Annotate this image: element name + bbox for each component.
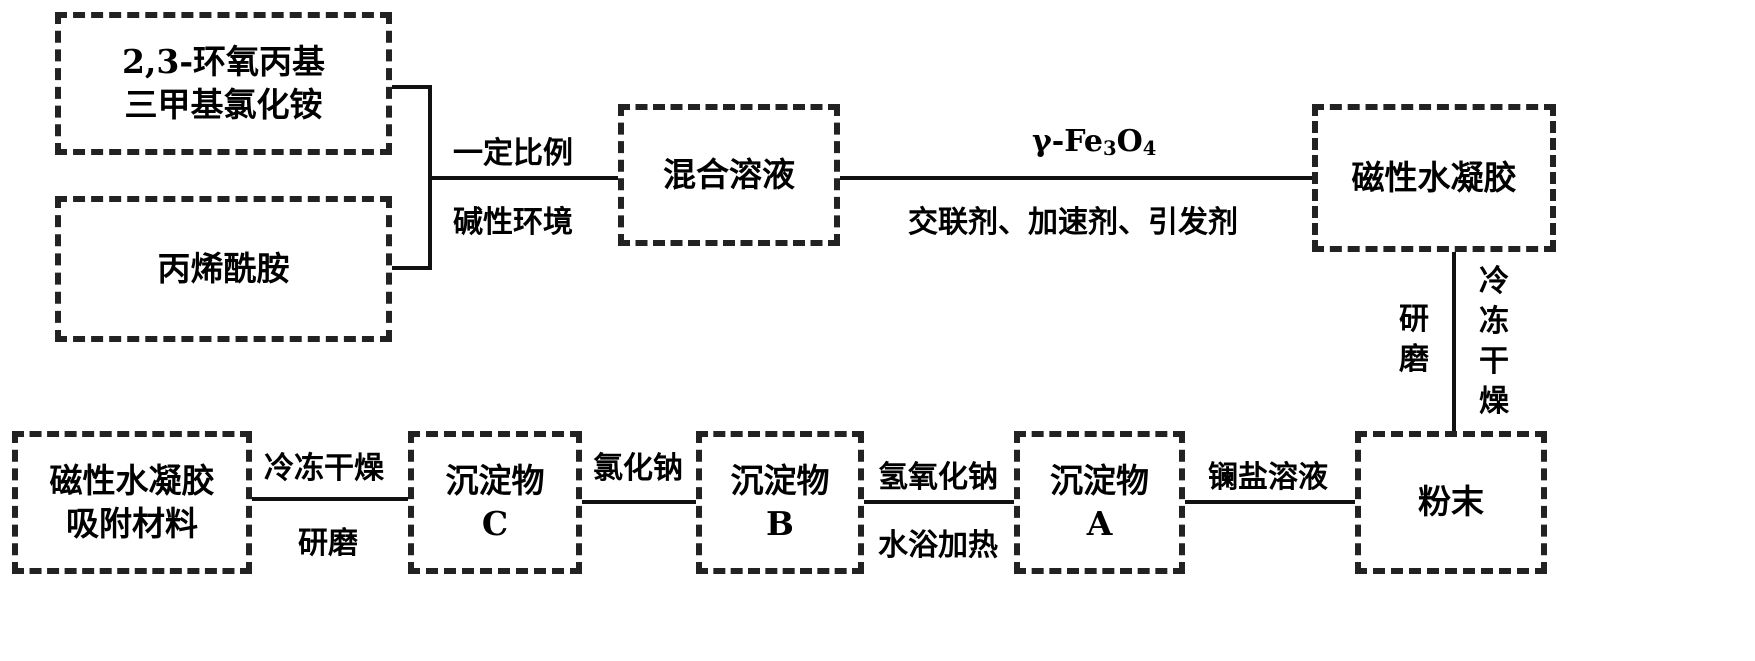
- node-precipitate-a-line2: A: [1086, 503, 1113, 543]
- connector-to-mixed-solution: [430, 176, 620, 180]
- connector-a-to-b: [862, 500, 1016, 504]
- connector-epoxy-right: [390, 85, 430, 89]
- node-magnetic-hydrogel-label: 磁性水凝胶: [1351, 157, 1517, 197]
- edge-label-freeze-drying: 冷冻干燥: [264, 451, 384, 486]
- node-powder: 粉末: [1355, 431, 1547, 574]
- edge-label-sodium-chloride: 氯化钠: [593, 451, 683, 486]
- node-adsorbent-line2: 吸附材料: [66, 503, 198, 543]
- node-precipitate-c: 沉淀物 C: [408, 431, 582, 574]
- fe3o4-mid: O: [1116, 124, 1143, 159]
- node-magnetic-hydrogel-adsorbent: 磁性水凝胶 吸附材料: [12, 431, 252, 574]
- edge-label-fe3o4: γ-Fe3O4: [1032, 124, 1156, 160]
- node-mixed-solution: 混合溶液: [618, 104, 840, 246]
- node-acrylamide-label: 丙烯酰胺: [157, 248, 290, 288]
- connector-c-to-adsorbent: [250, 497, 410, 501]
- node-acrylamide: 丙烯酰胺: [55, 196, 392, 342]
- node-epoxy-line2: 三甲基氯化铵: [124, 84, 323, 124]
- edge-label-sodium-hydroxide: 氢氧化钠: [878, 460, 998, 495]
- connector-hydrogel-to-powder: [1452, 250, 1456, 433]
- node-precipitate-a: 沉淀物 A: [1014, 431, 1185, 574]
- node-precipitate-b: 沉淀物 B: [696, 431, 864, 574]
- connector-to-magnetic-hydrogel: [838, 176, 1314, 180]
- edge-label-crosslinker-accelerator-initiator: 交联剂、加速剂、引发剂: [908, 205, 1238, 240]
- node-adsorbent-line1: 磁性水凝胶: [49, 460, 215, 500]
- node-magnetic-hydrogel: 磁性水凝胶: [1312, 104, 1556, 252]
- edge-label-water-bath-heating: 水浴加热: [878, 528, 998, 563]
- connector-powder-to-a: [1183, 500, 1357, 504]
- node-precipitate-a-line1: 沉淀物: [1050, 460, 1149, 500]
- node-epoxy-line1: 2,3-环氧丙基: [121, 41, 326, 81]
- edge-label-lanthanum-salt-solution: 镧盐溶液: [1208, 460, 1328, 495]
- fe3o4-sub1: 3: [1103, 136, 1117, 160]
- node-precipitate-b-line1: 沉淀物: [730, 460, 830, 500]
- node-powder-label: 粉末: [1418, 482, 1484, 522]
- node-precipitate-c-line2: C: [481, 503, 509, 543]
- edge-label-freeze-drying-vertical: 冷冻干燥: [1479, 264, 1509, 419]
- node-epoxypropyl-trimethylammonium-chloride: 2,3-环氧丙基 三甲基氯化铵: [55, 12, 392, 155]
- node-mixed-solution-label: 混合溶液: [663, 154, 795, 194]
- node-precipitate-b-line2: B: [766, 503, 794, 543]
- edge-label-alkaline: 碱性环境: [453, 205, 573, 240]
- fe3o4-sub2: 4: [1142, 136, 1157, 160]
- fe3o4-prefix: γ-Fe: [1032, 124, 1104, 159]
- node-precipitate-c-line1: 沉淀物: [445, 460, 545, 500]
- edge-label-grinding-vertical: 研磨: [1399, 302, 1429, 377]
- edge-label-ratio: 一定比例: [453, 136, 573, 171]
- connector-acrylamide-right: [390, 266, 430, 270]
- edge-label-grinding: 研磨: [298, 526, 358, 561]
- connector-b-to-c: [580, 500, 698, 504]
